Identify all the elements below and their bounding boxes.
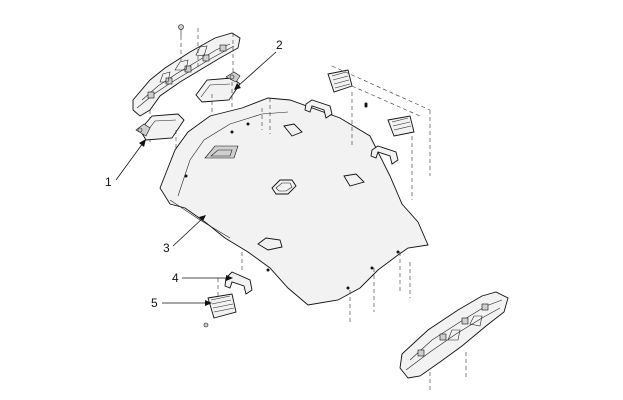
- sun-visor-icon: [135, 113, 185, 141]
- assist-grip-icon: [224, 271, 253, 295]
- callout-1-label: 1: [105, 175, 112, 189]
- grip-bracket-icon: [207, 293, 237, 319]
- assist-grip-icon: [370, 145, 399, 165]
- screw-icon: [178, 24, 184, 36]
- sun-visor-icon: [195, 71, 241, 103]
- front-roof-rail: [132, 32, 241, 117]
- roof-rail-icon: [399, 291, 509, 379]
- headliner-icon: [159, 97, 429, 306]
- callout-2-label: 2: [276, 38, 283, 52]
- grip-bracket-icon: [387, 115, 415, 137]
- callout-5-label: 5: [151, 296, 158, 310]
- callout-2-leader: [237, 51, 277, 87]
- assist-grip-icon: [304, 99, 333, 119]
- callout-1-leader: [115, 142, 144, 181]
- callout-3-label: 3: [163, 241, 170, 255]
- callout-3-leader: [172, 217, 204, 247]
- callout-4-label: 4: [172, 271, 179, 285]
